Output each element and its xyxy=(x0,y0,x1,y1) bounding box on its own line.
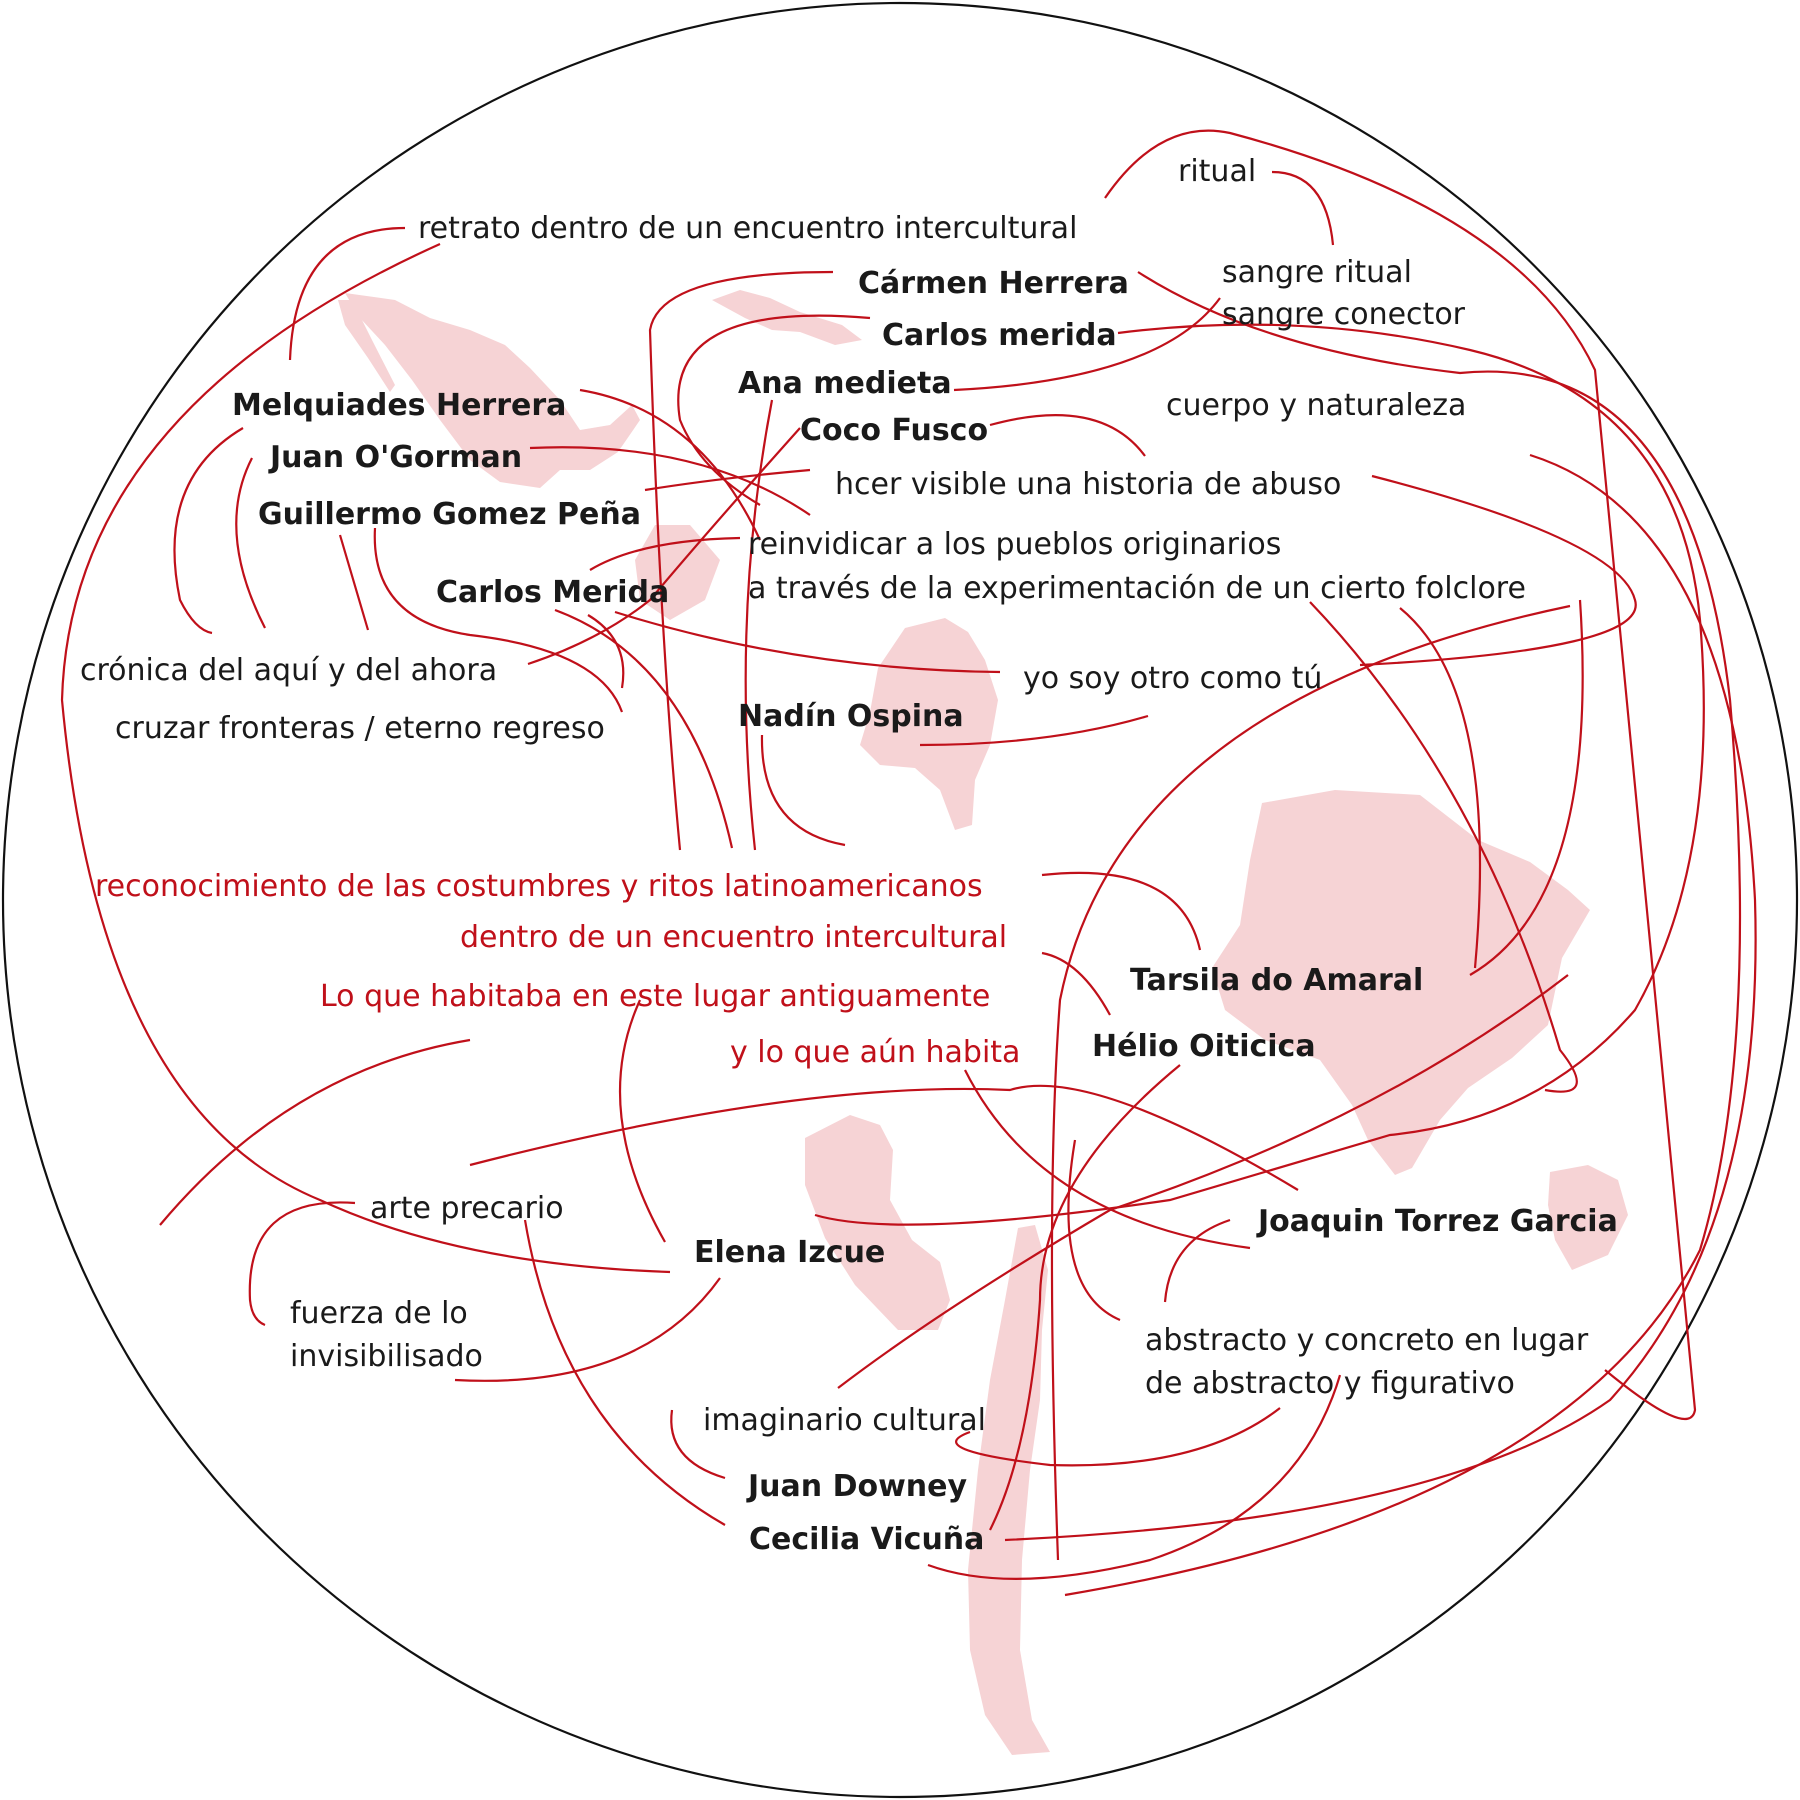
artist-guillermo-gomez-pena: Guillermo Gomez Peña xyxy=(258,497,641,532)
connector-carlos-merida-yosoy xyxy=(614,610,1001,674)
connector-ritual-sangre xyxy=(1271,170,1335,246)
artist-labels: Cármen Herrera Carlos merida Ana medieta… xyxy=(232,266,1618,1557)
connector-guillermo-cruzar xyxy=(373,527,624,713)
artist-carlos-merida: Carlos Merida xyxy=(436,575,669,610)
connector-nadin-reconocimiento xyxy=(760,734,846,847)
connector-juan-downey-loop xyxy=(670,1409,726,1480)
connector-helio-abstracto xyxy=(1067,1139,1121,1322)
connector-carmen-cuerpo xyxy=(1064,271,1742,1597)
artist-coco-fusco: Coco Fusco xyxy=(800,413,988,448)
concept-reinvidicar-1: reinvidicar a los pueblos originarios xyxy=(748,527,1281,562)
artist-carlos-merida-top: Carlos merida xyxy=(882,318,1117,353)
concept-fuerza-2: invisibilisado xyxy=(290,1339,483,1374)
connector-elena-fuerza xyxy=(454,1277,721,1382)
connector-melquiades-cronica xyxy=(173,427,244,635)
artist-elena-izcue: Elena Izcue xyxy=(694,1235,885,1270)
connector-guillermo-historia xyxy=(644,468,811,492)
connector-yosoy-tarsila xyxy=(1469,599,1584,976)
highlight-reconocimiento: reconocimiento de las costumbres y ritos… xyxy=(95,869,983,904)
concept-cruzar-fronteras: cruzar fronteras / eterno regreso xyxy=(115,711,605,746)
connector-historia-yosoy xyxy=(1359,474,1637,667)
concept-labels: ritual retrato dentro de un encuentro in… xyxy=(80,154,1589,1438)
concept-historia-abuso: hcer visible una historia de abuso xyxy=(835,467,1341,502)
connector-cecilia-end xyxy=(1004,453,1757,1542)
map-peru xyxy=(805,1115,950,1330)
map-yucatan-central xyxy=(635,525,720,620)
artist-tarsila-do-amaral: Tarsila do Amaral xyxy=(1130,963,1423,998)
connector-coco-cronica xyxy=(527,427,801,666)
connector-ritual-loop xyxy=(1104,129,1697,1420)
connector-juan-ogorman-cronica xyxy=(235,457,266,629)
connector-retrato-elena xyxy=(60,242,671,1274)
connector-abstracto-cecilia xyxy=(927,1374,1342,1580)
connector-tarsila-imaginario-2 xyxy=(837,974,1569,1389)
connector-reinvidicar-carlos xyxy=(589,536,741,571)
connector-helio-cecilia xyxy=(989,1064,1181,1531)
concept-yo-soy-otro: yo soy otro como tú xyxy=(1023,661,1322,696)
artist-juan-downey: Juan Downey xyxy=(746,1469,967,1504)
artist-joaquin-torrez-garcia: Joaquin Torrez Garcia xyxy=(1256,1204,1618,1239)
artist-juan-ogorman: Juan O'Gorman xyxy=(268,440,522,475)
connector-habitaba-elena xyxy=(618,999,666,1243)
connector-encuentro-helio xyxy=(1041,951,1111,1016)
concept-abstracto-2: de abstracto y figurativo xyxy=(1145,1366,1515,1401)
map-chile xyxy=(968,1225,1050,1755)
highlight-encuentro: dentro de un encuentro intercultural xyxy=(460,920,1007,955)
connector-reinvidicar-joaquin xyxy=(1309,601,1578,1093)
connector-carlos-merida-reconocimiento xyxy=(554,608,734,849)
connector-arte-fuerza xyxy=(248,1201,356,1327)
connector-joaquin-abstracto xyxy=(1163,1218,1231,1303)
map-uruguay xyxy=(1548,1165,1628,1270)
connector-ana-sangre xyxy=(953,297,1221,392)
highlight-labels: reconocimiento de las costumbres y ritos… xyxy=(95,869,1020,1070)
connector-carlos-merida-cruzar xyxy=(587,614,625,689)
artist-nadin-ospina: Nadín Ospina xyxy=(738,699,964,734)
concept-ritual: ritual xyxy=(1178,154,1256,189)
concept-reinvidicar-2: a través de la experimentación de un cie… xyxy=(748,571,1526,606)
highlight-habitaba: Lo que habitaba en este lugar antiguamen… xyxy=(320,979,990,1014)
connector-reconocimiento-tarsila xyxy=(1041,871,1202,951)
concept-fuerza-1: fuerza de lo xyxy=(290,1296,468,1331)
concept-arte-precario: arte precario xyxy=(370,1191,564,1226)
connector-coco-historia xyxy=(989,414,1146,457)
connector-ana-nadin xyxy=(744,399,774,851)
artist-melquiades-herrera: Melquiades Herrera xyxy=(232,388,566,423)
concept-cuerpo-naturaleza: cuerpo y naturaleza xyxy=(1166,388,1466,423)
connector-retrato-melquiades xyxy=(288,226,406,361)
concept-imaginario: imaginario cultural xyxy=(703,1403,986,1438)
concept-abstracto-1: abstracto y concreto en lugar xyxy=(1145,1323,1589,1358)
highlight-aun-habita: y lo que aún habita xyxy=(730,1035,1020,1070)
artist-ana-medieta: Ana medieta xyxy=(738,366,952,401)
connector-reinvidicar-tarsila xyxy=(1399,607,1482,969)
artist-helio-oiticica: Hélio Oiticica xyxy=(1092,1029,1316,1064)
connector-layer xyxy=(60,129,1757,1597)
connector-melquiades-reinvidicar xyxy=(579,388,761,541)
connector-abstracto-imaginario xyxy=(955,1407,1281,1467)
connector-arte-cecilia xyxy=(523,1219,726,1526)
connector-yosoy-nadin xyxy=(919,714,1149,747)
map-mexico xyxy=(345,293,640,488)
connector-guillermo-cronica xyxy=(338,534,370,631)
connector-carmen-ana xyxy=(648,270,834,851)
artist-carmen-herrera: Cármen Herrera xyxy=(858,266,1129,301)
connector-carlos-merida-loop xyxy=(677,314,871,506)
concept-cronica: crónica del aquí y del ahora xyxy=(80,653,497,688)
connector-tarsila-imaginario xyxy=(1050,604,1571,1561)
connector-juan-ogorman-reinvidicar xyxy=(529,446,811,516)
artist-cecilia-vicuna: Cecilia Vicuña xyxy=(749,1522,984,1557)
map-baja xyxy=(338,300,395,392)
connector-joaquin-arte xyxy=(469,1084,1299,1191)
concept-sangre-conector: sangre conector xyxy=(1222,297,1466,332)
connector-habitaba-arte xyxy=(159,1038,471,1226)
map-brazil xyxy=(1212,790,1590,1175)
concept-sangre-ritual: sangre ritual xyxy=(1222,255,1412,290)
concept-retrato: retrato dentro de un encuentro intercult… xyxy=(418,211,1077,246)
